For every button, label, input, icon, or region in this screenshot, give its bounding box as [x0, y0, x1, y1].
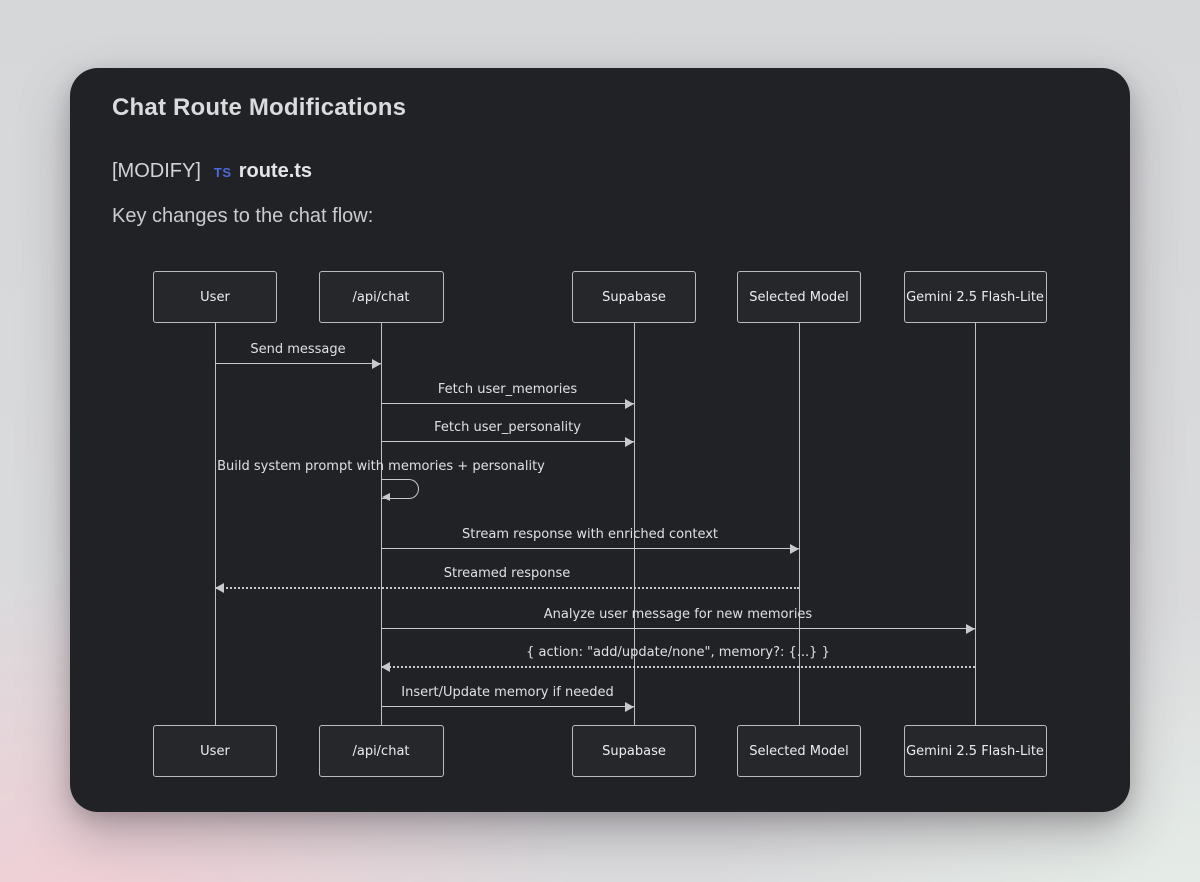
lifeline-api-chat: [381, 323, 382, 725]
participant-user-bottom: User: [153, 725, 277, 777]
modify-tag: [MODIFY]: [112, 160, 201, 182]
message-line-2: [381, 441, 634, 442]
message-arrowhead-4: [790, 544, 799, 554]
participant-api-chat-top: /api/chat: [318, 271, 444, 323]
message-label-7: { action: "add/update/none", memory?: {.…: [526, 645, 830, 660]
message-label-3: Build system prompt with memories + pers…: [217, 459, 545, 474]
message-arrowhead-7: [381, 662, 390, 672]
file-modify-line: [MODIFY] TS route.ts: [112, 160, 312, 183]
lifeline-user: [215, 323, 216, 725]
message-arrowhead-1: [625, 399, 634, 409]
message-arrowhead-0: [372, 359, 381, 369]
self-loop-arrow: [381, 479, 419, 499]
lifeline-gemini: [975, 323, 976, 725]
message-label-2: Fetch user_personality: [434, 420, 581, 435]
page-title: Chat Route Modifications: [112, 94, 407, 121]
participant-gemini-top: Gemini 2.5 Flash-Lite: [903, 271, 1047, 323]
message-line-6: [381, 628, 975, 629]
message-label-1: Fetch user_memories: [437, 382, 578, 397]
participant-supabase-top: Supabase: [572, 271, 696, 323]
section-subtitle: Key changes to the chat flow:: [112, 205, 374, 227]
file-name: route.ts: [238, 160, 313, 182]
message-label-0: Send message: [250, 342, 346, 357]
participant-gemini-bottom: Gemini 2.5 Flash-Lite: [903, 725, 1047, 777]
message-line-5: [215, 587, 799, 589]
message-line-0: [215, 363, 381, 364]
message-line-4: [381, 548, 799, 549]
message-label-4: Stream response with enriched context: [461, 527, 719, 542]
message-line-8: [381, 706, 634, 707]
message-label-6: Analyze user message for new memories: [543, 607, 813, 622]
content-card: Chat Route Modifications [MODIFY] TS rou…: [70, 68, 1130, 812]
participant-supabase-bottom: Supabase: [572, 725, 696, 777]
participant-selected-model-top: Selected Model: [737, 271, 861, 323]
message-arrowhead-5: [215, 583, 224, 593]
message-label-8: Insert/Update memory if needed: [401, 685, 614, 700]
lifeline-selected-model: [799, 323, 800, 725]
message-arrowhead-8: [625, 702, 634, 712]
participant-selected-model-bottom: Selected Model: [737, 725, 861, 777]
message-arrowhead-2: [625, 437, 634, 447]
participant-user-top: User: [153, 271, 277, 323]
message-arrowhead-6: [966, 624, 975, 634]
message-line-7: [381, 666, 975, 668]
self-loop-arrowhead: [382, 493, 390, 501]
typescript-icon: TS: [213, 165, 232, 180]
message-line-1: [381, 403, 634, 404]
message-label-5: Streamed response: [443, 566, 571, 581]
lifeline-supabase: [634, 323, 635, 725]
participant-api-chat-bottom: /api/chat: [318, 725, 444, 777]
